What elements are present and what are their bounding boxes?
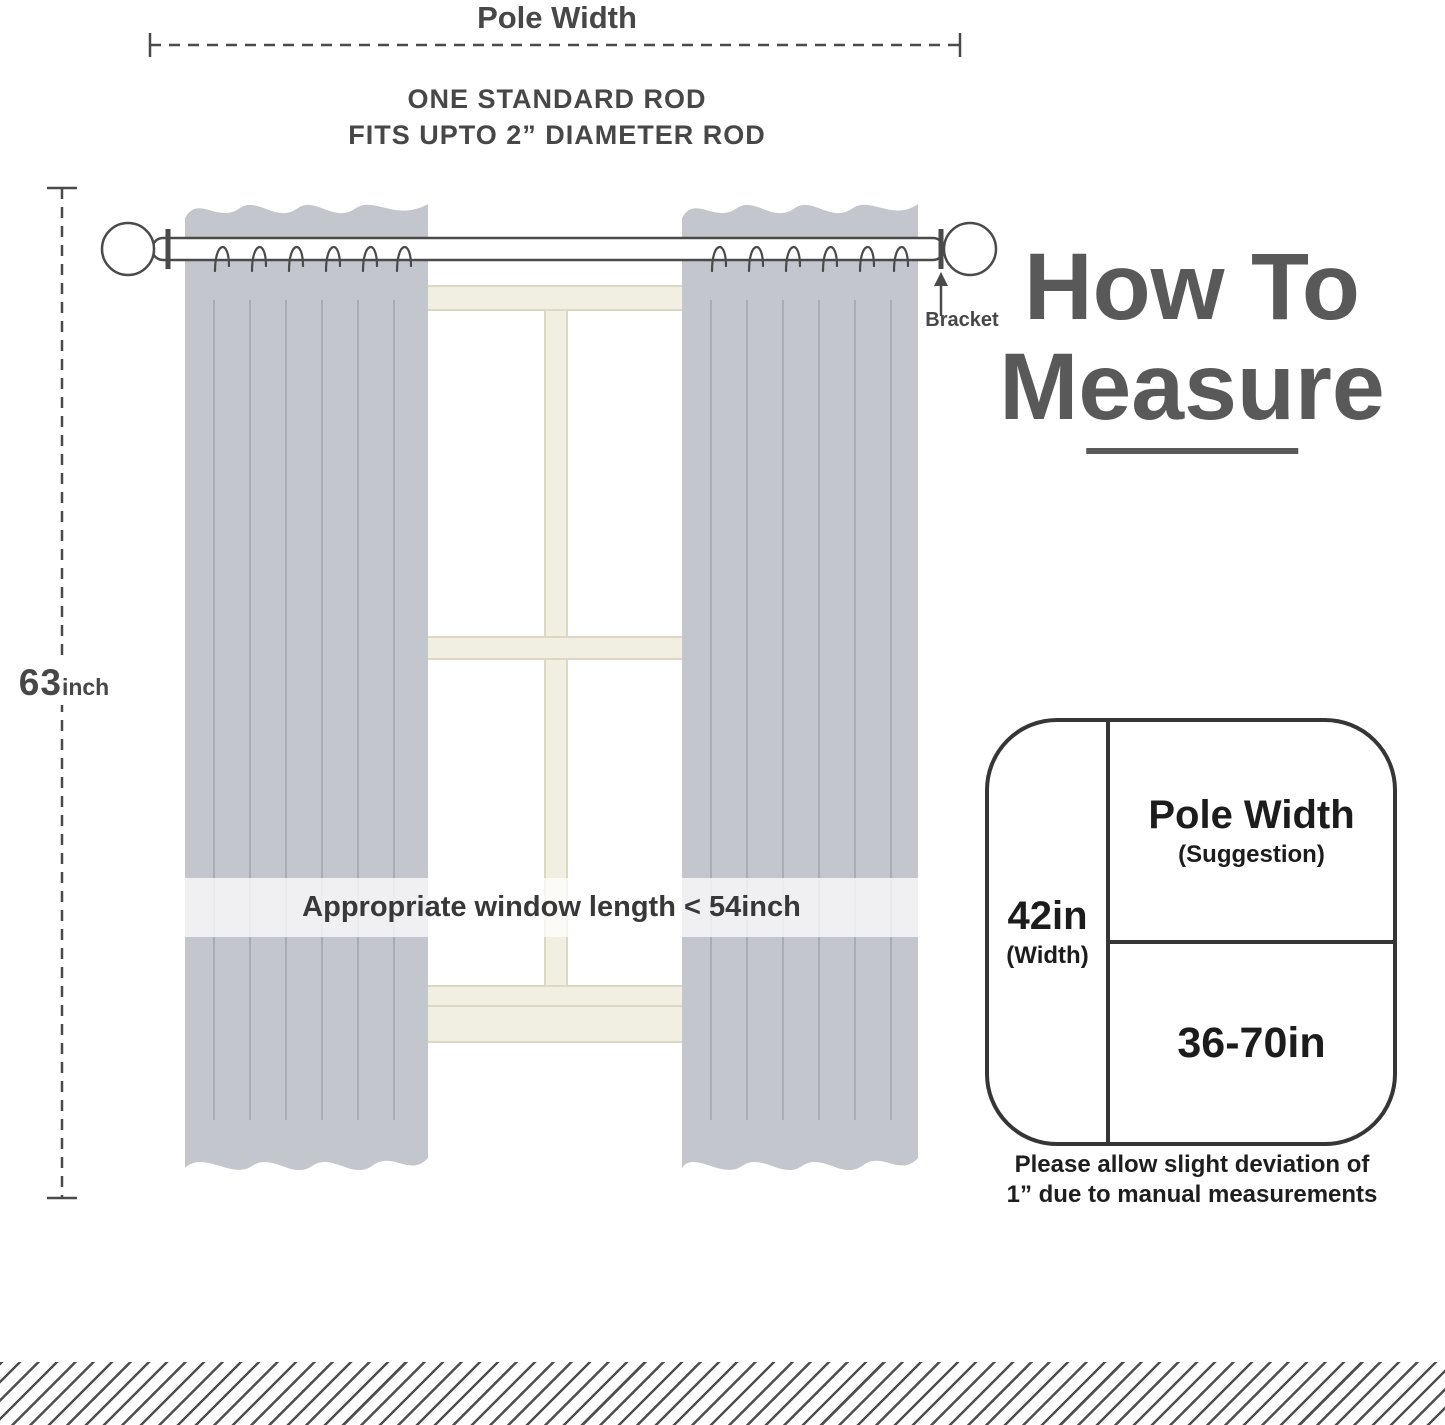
table-cell-pole-width: Pole Width (Suggestion) [1110, 722, 1393, 940]
note: Please allow slight deviation of 1” due … [1007, 1150, 1378, 1210]
bracket-label: Bracket [925, 309, 999, 331]
curtain-left-folds [213, 300, 395, 1120]
window-sill [395, 1005, 717, 1043]
pole-sub: (Suggestion) [1178, 841, 1325, 868]
height-value: 63 [18, 662, 62, 703]
table-vertical-divider [1106, 722, 1110, 1142]
table-horizontal-divider [1110, 940, 1393, 944]
heading-underline [1085, 447, 1298, 454]
height-unit: inch [61, 674, 110, 700]
curtain-right-folds [710, 300, 892, 1120]
curtain-hooks-left [213, 245, 413, 273]
bracket-right-mark [938, 229, 944, 269]
note-line1: Please allow slight deviation of [1014, 1151, 1370, 1178]
height-measure-label: 63inch [15, 660, 113, 705]
bracket-arrow-icon [934, 272, 948, 316]
rod-caption-line2: FITS UPTO 2” DIAMETER ROD [348, 120, 766, 150]
heading: How To Measure [999, 234, 1385, 454]
curtain-right [682, 204, 918, 1171]
pole-width-measure-line [148, 33, 962, 57]
window-length-text: Appropriate window length < 54inch [302, 891, 801, 923]
curtain-left [185, 204, 428, 1171]
finial-right [942, 221, 998, 277]
width-sub: (Width) [1006, 942, 1089, 969]
curtain-hooks-right [710, 245, 910, 273]
pole-title: Pole Width [1148, 793, 1355, 837]
table-cell-width: 42in (Width) [989, 722, 1106, 1142]
curtain-right-panel [682, 204, 918, 1171]
finial-left [100, 221, 156, 277]
rod-caption-line1: ONE STANDARD ROD [407, 84, 707, 114]
note-line2: 1” due to manual measurements [1006, 1181, 1378, 1208]
table-cell-length: 36-70in [1110, 944, 1393, 1142]
width-value: 42in [1007, 894, 1088, 938]
heading-line2: Measure [999, 333, 1385, 440]
floor-hatch-pattern [0, 1362, 1445, 1425]
length-range: 36-70in [1177, 1018, 1326, 1067]
size-table: 42in (Width) Pole Width (Suggestion) 36-… [985, 718, 1397, 1146]
bracket-left-mark [165, 229, 171, 269]
window-mullion-horizontal [423, 636, 689, 660]
pole-width-label: Pole Width [477, 0, 637, 35]
curtain-left-panel [185, 204, 428, 1171]
window-length-band: Appropriate window length < 54inch [185, 878, 918, 937]
heading-line1: How To [1024, 234, 1360, 340]
